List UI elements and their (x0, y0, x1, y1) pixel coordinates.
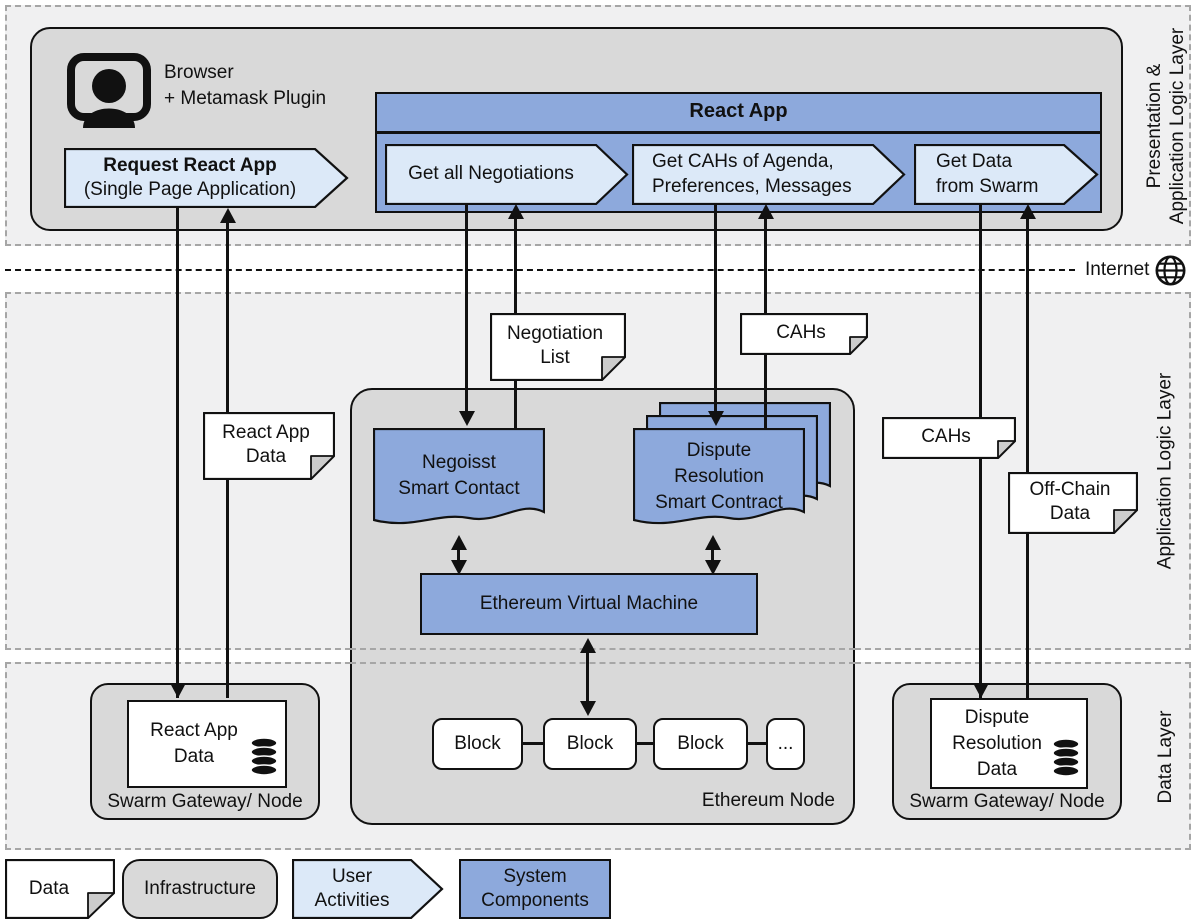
data-layer-label: Data Layer (1155, 710, 1176, 804)
arrow-negoisst-evm (457, 548, 460, 563)
react-app-header-divider (377, 131, 1100, 134)
arrow-getcahs-down (714, 203, 717, 413)
swarm-left-label: Swarm Gateway/ Node (107, 791, 303, 812)
activity-get-data-from-swarm: Get Data from Swarm (913, 143, 1099, 206)
ethereum-virtual-machine-box: Ethereum Virtual Machine (420, 573, 758, 635)
arrowhead-up (580, 638, 596, 653)
presentation-layer-label: Presentation & Application Logic Layer (1144, 27, 1188, 225)
request-react-app-activity: Request React App (Single Page Applicati… (63, 147, 349, 209)
note-react-app-data: React App Data (203, 412, 335, 480)
globe-icon (1154, 254, 1187, 292)
database-icon (249, 737, 279, 782)
legend-data-label: Data (28, 878, 70, 899)
block-connector (637, 742, 653, 745)
legend-user-activities: User Activities (291, 858, 444, 920)
arrowhead-up (758, 204, 774, 219)
note-cahs-right: CAHs (882, 417, 1016, 459)
legend-data: Data (5, 859, 115, 919)
block-connector (748, 742, 766, 745)
swarm-right-label: Swarm Gateway/ Node (909, 791, 1105, 812)
arrowhead-up (220, 208, 236, 223)
react-app-container: React App Get all Negotiations Get CAHs … (375, 92, 1102, 213)
arrow-negotiations-down (465, 203, 468, 413)
browser-user-icon (66, 52, 152, 139)
ethereum-node-label: Ethereum Node (701, 790, 835, 811)
arrowhead-down (973, 683, 989, 698)
block-ellipsis: ... (766, 718, 805, 770)
note-label: Negotiation List (506, 323, 604, 368)
legend-system-components: System Components (459, 859, 611, 919)
arrowhead-down (170, 683, 186, 698)
block-1: Block (432, 718, 523, 770)
react-app-title: React App (689, 100, 788, 122)
negoisst-contract-label: Negoisst Smart Contact (398, 452, 520, 499)
negoisst-smart-contract: Negoisst Smart Contact (373, 428, 545, 536)
browser-metamask-label: Browser + Metamask Plugin (164, 62, 327, 109)
arrowhead-down (705, 560, 721, 575)
arrowhead-up (1020, 204, 1036, 219)
swarm-right-data-box: Dispute Resolution Data (930, 698, 1088, 789)
arrowhead-down (451, 560, 467, 575)
arrowhead-down (708, 411, 724, 426)
activity-label: Get CAHs of Agenda, Preferences, Message… (652, 151, 852, 197)
application-layer-label: Application Logic Layer (1154, 372, 1176, 570)
arrowhead-down (580, 701, 596, 716)
request-react-app-title: Request React App (103, 155, 277, 176)
swarm-gateway-right: Dispute Resolution Data Swarm Gateway/ N… (892, 683, 1122, 820)
internet-divider-line (5, 269, 1075, 271)
arrow-offchain-up (1026, 216, 1029, 698)
activity-label: Get Data from Swarm (936, 151, 1039, 197)
arrow-request-to-swarm (176, 208, 179, 698)
database-icon (1051, 738, 1081, 783)
swarm-left-data-label: React App Data (150, 720, 238, 767)
dispute-resolution-smart-contract: Dispute Resolution Smart Contract (633, 428, 805, 536)
dispute-contract-label: Dispute Resolution Smart Contract (655, 440, 783, 513)
arrow-dispute-evm (711, 548, 714, 563)
note-cahs-upper: CAHs (740, 313, 868, 355)
note-label: CAHs (921, 426, 971, 447)
note-label: CAHs (776, 322, 826, 343)
swarm-left-data-box: React App Data (127, 700, 287, 788)
arrowhead-up (705, 535, 721, 550)
layer-boundary-dash (350, 648, 855, 650)
activity-label: Get all Negotiations (408, 163, 574, 184)
note-label: Off-Chain Data (1029, 479, 1111, 524)
block-connector (523, 742, 543, 745)
arrowhead-up (451, 535, 467, 550)
note-negotiation-list: Negotiation List (490, 313, 626, 381)
note-label: React App Data (222, 422, 310, 467)
request-react-app-subtitle: (Single Page Application) (83, 179, 297, 200)
arrowhead-down (459, 411, 475, 426)
block-2: Block (543, 718, 637, 770)
layer-boundary-dash (350, 662, 855, 664)
swarm-gateway-left: React App Data Swarm Gateway/ Node (90, 683, 320, 820)
request-react-app-label: Request React App (Single Page Applicati… (64, 154, 316, 202)
activity-get-all-negotiations: Get all Negotiations (384, 143, 629, 206)
block-3: Block (653, 718, 748, 770)
legend-infrastructure: Infrastructure (122, 859, 278, 919)
arrow-evm-blocks (586, 651, 589, 703)
swarm-right-data-label: Dispute Resolution Data (952, 706, 1042, 780)
legend-user-activities-label: User Activities (314, 866, 390, 911)
activity-get-cahs: Get CAHs of Agenda, Preferences, Message… (631, 143, 906, 206)
note-off-chain-data: Off-Chain Data (1008, 472, 1138, 534)
internet-label: Internet (1085, 259, 1150, 280)
arrowhead-up (508, 204, 524, 219)
